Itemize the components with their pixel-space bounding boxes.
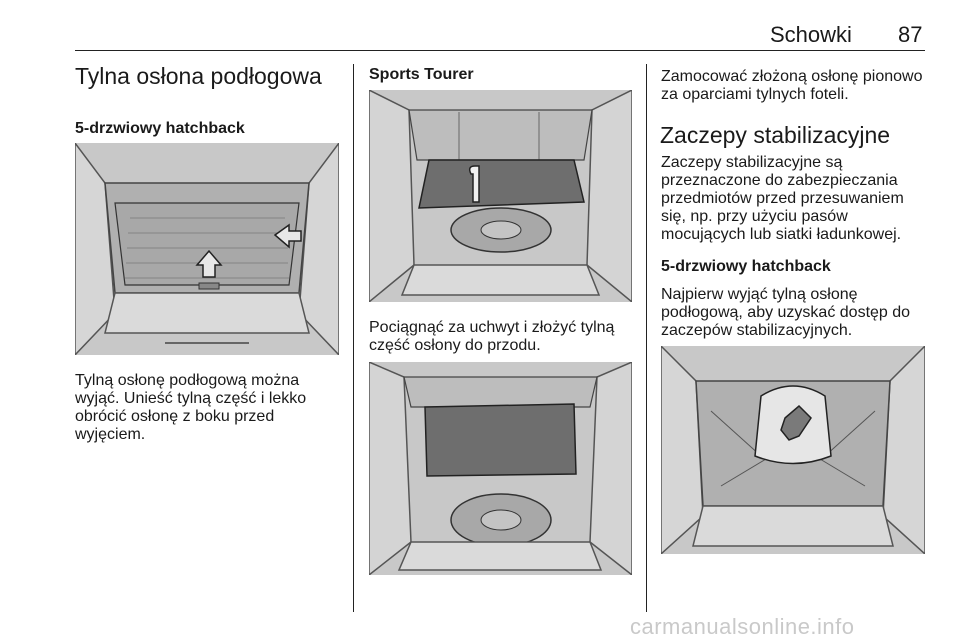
text-line: Pociągnąć za uchwyt i złożyć tylną [369, 319, 615, 336]
text-line: wyjąć. Unieść tylną część i lekko [75, 390, 307, 407]
text-line: zaczepów stabilizacyjnych. [661, 322, 853, 339]
text-line: Tylną osłonę podłogową można [75, 372, 300, 389]
text-line: za oparciami tylnych foteli. [661, 86, 849, 103]
paragraph-col3-intro: Zamocować złożoną osłonę pionowo za opar… [661, 68, 922, 104]
subheading-hatchback-col3: 5-drzwiowy hatchback [661, 258, 831, 275]
figure-hatchback-floor-cover [75, 143, 339, 355]
section-heading-stabilizing-hooks: Zaczepy stabilizacyjne [660, 122, 891, 148]
paragraph-col3-remove-cover: Najpierw wyjąć tylną osłonę podłogową, a… [661, 286, 910, 340]
text-line: podłogową, aby uzyskać dostęp do [661, 304, 911, 321]
header-rule [75, 50, 925, 51]
text-line: Najpierw wyjąć tylną osłonę [661, 286, 858, 303]
text-line: przeznaczone do zabezpieczania [661, 172, 898, 189]
text-line: się, np. przy użyciu pasów [661, 208, 848, 225]
text-line: przedmiotów przed przesuwaniem [661, 190, 904, 207]
subheading-sports-tourer: Sports Tourer [369, 66, 474, 83]
column-divider-1 [353, 64, 354, 612]
paragraph-col1: Tylną osłonę podłogową można wyjąć. Unie… [75, 372, 306, 444]
running-header-title: Schowki [770, 22, 852, 47]
text-line: Zaczepy stabilizacyjne są [661, 154, 843, 171]
subheading-hatchback: 5-drzwiowy hatchback [75, 120, 245, 137]
paragraph-col3-hooks: Zaczepy stabilizacyjne są przeznaczone d… [661, 154, 904, 244]
text-line: część osłony do przodu. [369, 337, 541, 354]
text-line: wyjęciem. [75, 426, 146, 443]
watermark: carmanualsonline.info [630, 614, 855, 639]
text-line: mocujących lub siatki ładunkowej. [661, 226, 902, 243]
figure-sports-tourer-handle [369, 90, 632, 302]
text-line: Zamocować złożoną osłonę pionowo [661, 68, 923, 85]
column-divider-2 [646, 64, 647, 612]
section-heading-floor-cover: Tylna osłona podłogowa [75, 63, 322, 89]
paragraph-col2: Pociągnąć za uchwyt i złożyć tylną część… [369, 319, 614, 355]
figure-sports-tourer-folded-cover [369, 362, 632, 575]
page-number: 87 [898, 22, 923, 47]
text-line: obrócić osłonę z boku przed [75, 408, 275, 425]
figure-hatchback-stabilizing-hooks [661, 346, 925, 554]
